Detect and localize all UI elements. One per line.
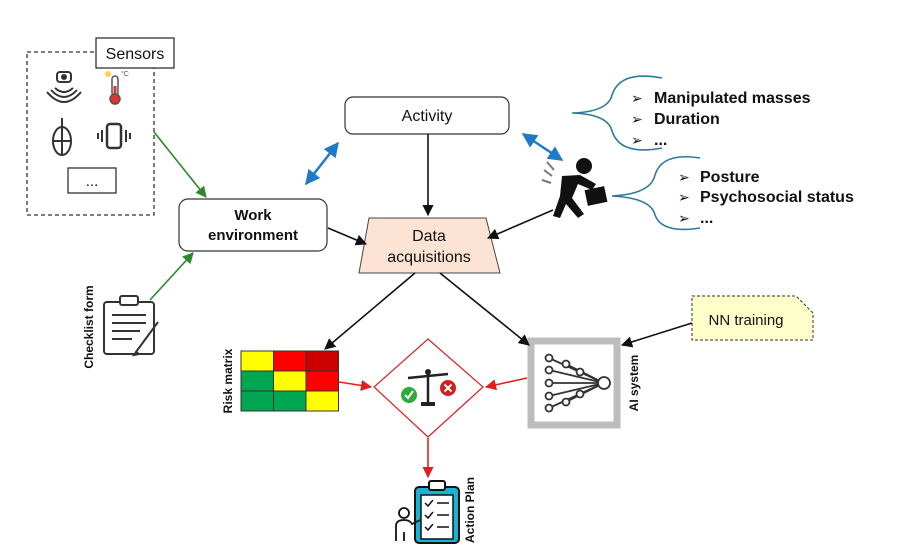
weight-sensor-icon bbox=[52, 118, 72, 156]
risk-matrix-label: Risk matrix bbox=[221, 348, 235, 413]
data-acquisitions-node: Data acquisitions bbox=[358, 217, 501, 274]
risk-matrix bbox=[240, 350, 339, 412]
worker-bullet-glyph-1: ➢ bbox=[678, 189, 690, 205]
activity-brace bbox=[571, 75, 663, 151]
action-plan-label: Action Plan bbox=[463, 477, 477, 543]
ai-system-node bbox=[527, 337, 621, 429]
sensors-group: Sensors °C bbox=[26, 37, 175, 216]
activity-bullet-glyph-1: ➢ bbox=[631, 111, 643, 127]
arrow-data-to-risk-matrix bbox=[324, 272, 416, 350]
data-acquisitions-label-line2: acquisitions bbox=[387, 249, 471, 266]
risk-matrix-cell-1-0 bbox=[240, 370, 274, 392]
work-environment-label-line1: Work bbox=[234, 207, 272, 224]
proximity-sensor-icon bbox=[46, 71, 82, 103]
activity-bullet-0: Manipulated masses bbox=[654, 90, 811, 107]
arrow-checklist-to-work-environment bbox=[149, 252, 194, 301]
balance-scale-icon bbox=[401, 369, 456, 406]
nn-training-label: NN training bbox=[708, 312, 783, 329]
svg-text:°C: °C bbox=[121, 70, 129, 78]
risk-matrix-cell-1-1 bbox=[273, 370, 307, 392]
worker-bullet-1: Psychosocial status bbox=[700, 189, 854, 206]
worker-lifting-icon bbox=[541, 158, 608, 218]
nn-training-node: NN training bbox=[691, 295, 814, 341]
risk-matrix-cell-0-1 bbox=[273, 350, 307, 372]
work-environment-label-line2: environment bbox=[208, 227, 298, 244]
worker-bullet-glyph-2: ➢ bbox=[678, 210, 690, 226]
risk-matrix-cell-2-0 bbox=[240, 390, 274, 412]
arrow-work-environment-to-data bbox=[327, 227, 368, 246]
worker-bullet-0: Posture bbox=[700, 169, 760, 186]
worker-brace bbox=[611, 156, 701, 231]
risk-matrix-cell-2-2 bbox=[305, 390, 339, 412]
arrow-nn-training-to-ai-system bbox=[620, 322, 693, 348]
activity-bullet-glyph-0: ➢ bbox=[631, 90, 643, 106]
thermometer-icon: °C bbox=[105, 70, 129, 105]
connectors bbox=[149, 131, 693, 479]
decision-node bbox=[373, 338, 484, 438]
arrow-activity-worker bbox=[521, 132, 564, 162]
checklist-label: Checklist form bbox=[82, 285, 96, 368]
worker-bullet-2: ... bbox=[700, 210, 713, 227]
activity-bullet-glyph-2: ➢ bbox=[631, 132, 643, 148]
neural-network-icon bbox=[544, 353, 611, 413]
worker-attributes: ➢ Posture ➢ Psychosocial status ➢ ... bbox=[611, 156, 854, 231]
ai-system-label: AI system bbox=[627, 355, 641, 412]
risk-matrix-cell-2-1 bbox=[273, 390, 307, 412]
checklist-clipboard-icon bbox=[103, 295, 159, 357]
sensors-more-label: ... bbox=[86, 173, 99, 190]
work-environment-node: Work environment bbox=[178, 198, 328, 252]
activity-bullet-1: Duration bbox=[654, 111, 720, 128]
sensors-label-box bbox=[95, 37, 175, 69]
arrow-work-environment-activity bbox=[305, 141, 339, 186]
activity-attributes: ➢ Manipulated masses ➢ Duration ➢ ... bbox=[571, 75, 811, 151]
risk-matrix-cell-0-2 bbox=[305, 350, 339, 372]
arrow-data-to-ai-system bbox=[439, 272, 530, 346]
action-plan-icon bbox=[395, 480, 460, 544]
arrow-ai-system-to-decision bbox=[484, 377, 528, 391]
sensors-label: Sensors bbox=[106, 46, 165, 63]
data-acquisitions-label-line1: Data bbox=[412, 228, 446, 245]
activity-label: Activity bbox=[402, 108, 453, 125]
activity-node: Activity bbox=[344, 96, 510, 135]
arrow-sensors-to-work-environment bbox=[153, 131, 207, 198]
sensors-dashed-border bbox=[26, 51, 155, 216]
vibration-icon bbox=[97, 122, 131, 150]
risk-matrix-cell-1-2 bbox=[305, 370, 339, 392]
worker-bullet-glyph-0: ➢ bbox=[678, 169, 690, 185]
arrow-worker-to-data bbox=[486, 209, 554, 240]
activity-bullet-2: ... bbox=[654, 132, 667, 149]
risk-matrix-cell-0-0 bbox=[240, 350, 274, 372]
arrow-risk-matrix-to-decision bbox=[338, 379, 373, 391]
sensors-more-box bbox=[67, 167, 117, 194]
